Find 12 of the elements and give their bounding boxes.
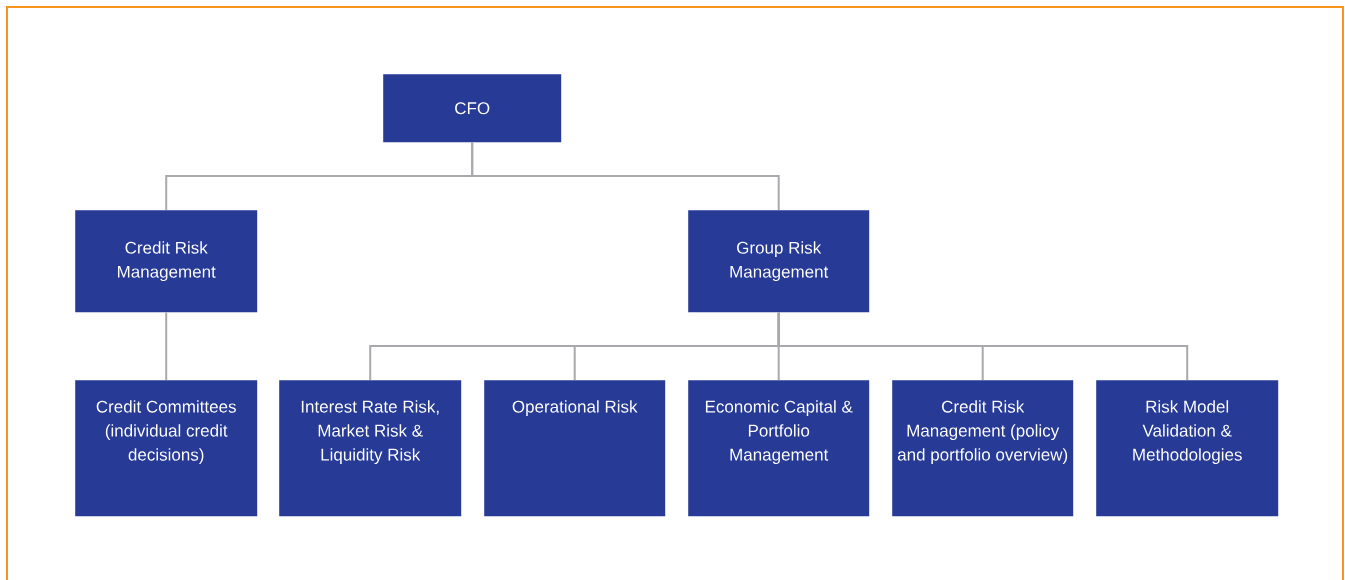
connector-line bbox=[777, 311, 1189, 381]
connector-line bbox=[471, 141, 780, 211]
org-box: Credit Risk Management bbox=[75, 210, 258, 313]
org-box: Risk Model Validation & Methodologies bbox=[1096, 380, 1279, 517]
org-box: CFO bbox=[383, 74, 562, 143]
org-box: Economic Capital & Portfolio Management bbox=[688, 380, 870, 517]
org-box: Credit Committees (individual credit decisions) bbox=[75, 380, 258, 517]
org-box: Interest Rate Risk, Market Risk & Liquidity Risk bbox=[279, 380, 462, 517]
org-box: Operational Risk bbox=[484, 380, 666, 517]
connector-line bbox=[165, 311, 168, 381]
org-box: Credit Risk Management (policy and portfolio overview) bbox=[892, 380, 1074, 517]
org-box: Group Risk Management bbox=[688, 210, 870, 313]
